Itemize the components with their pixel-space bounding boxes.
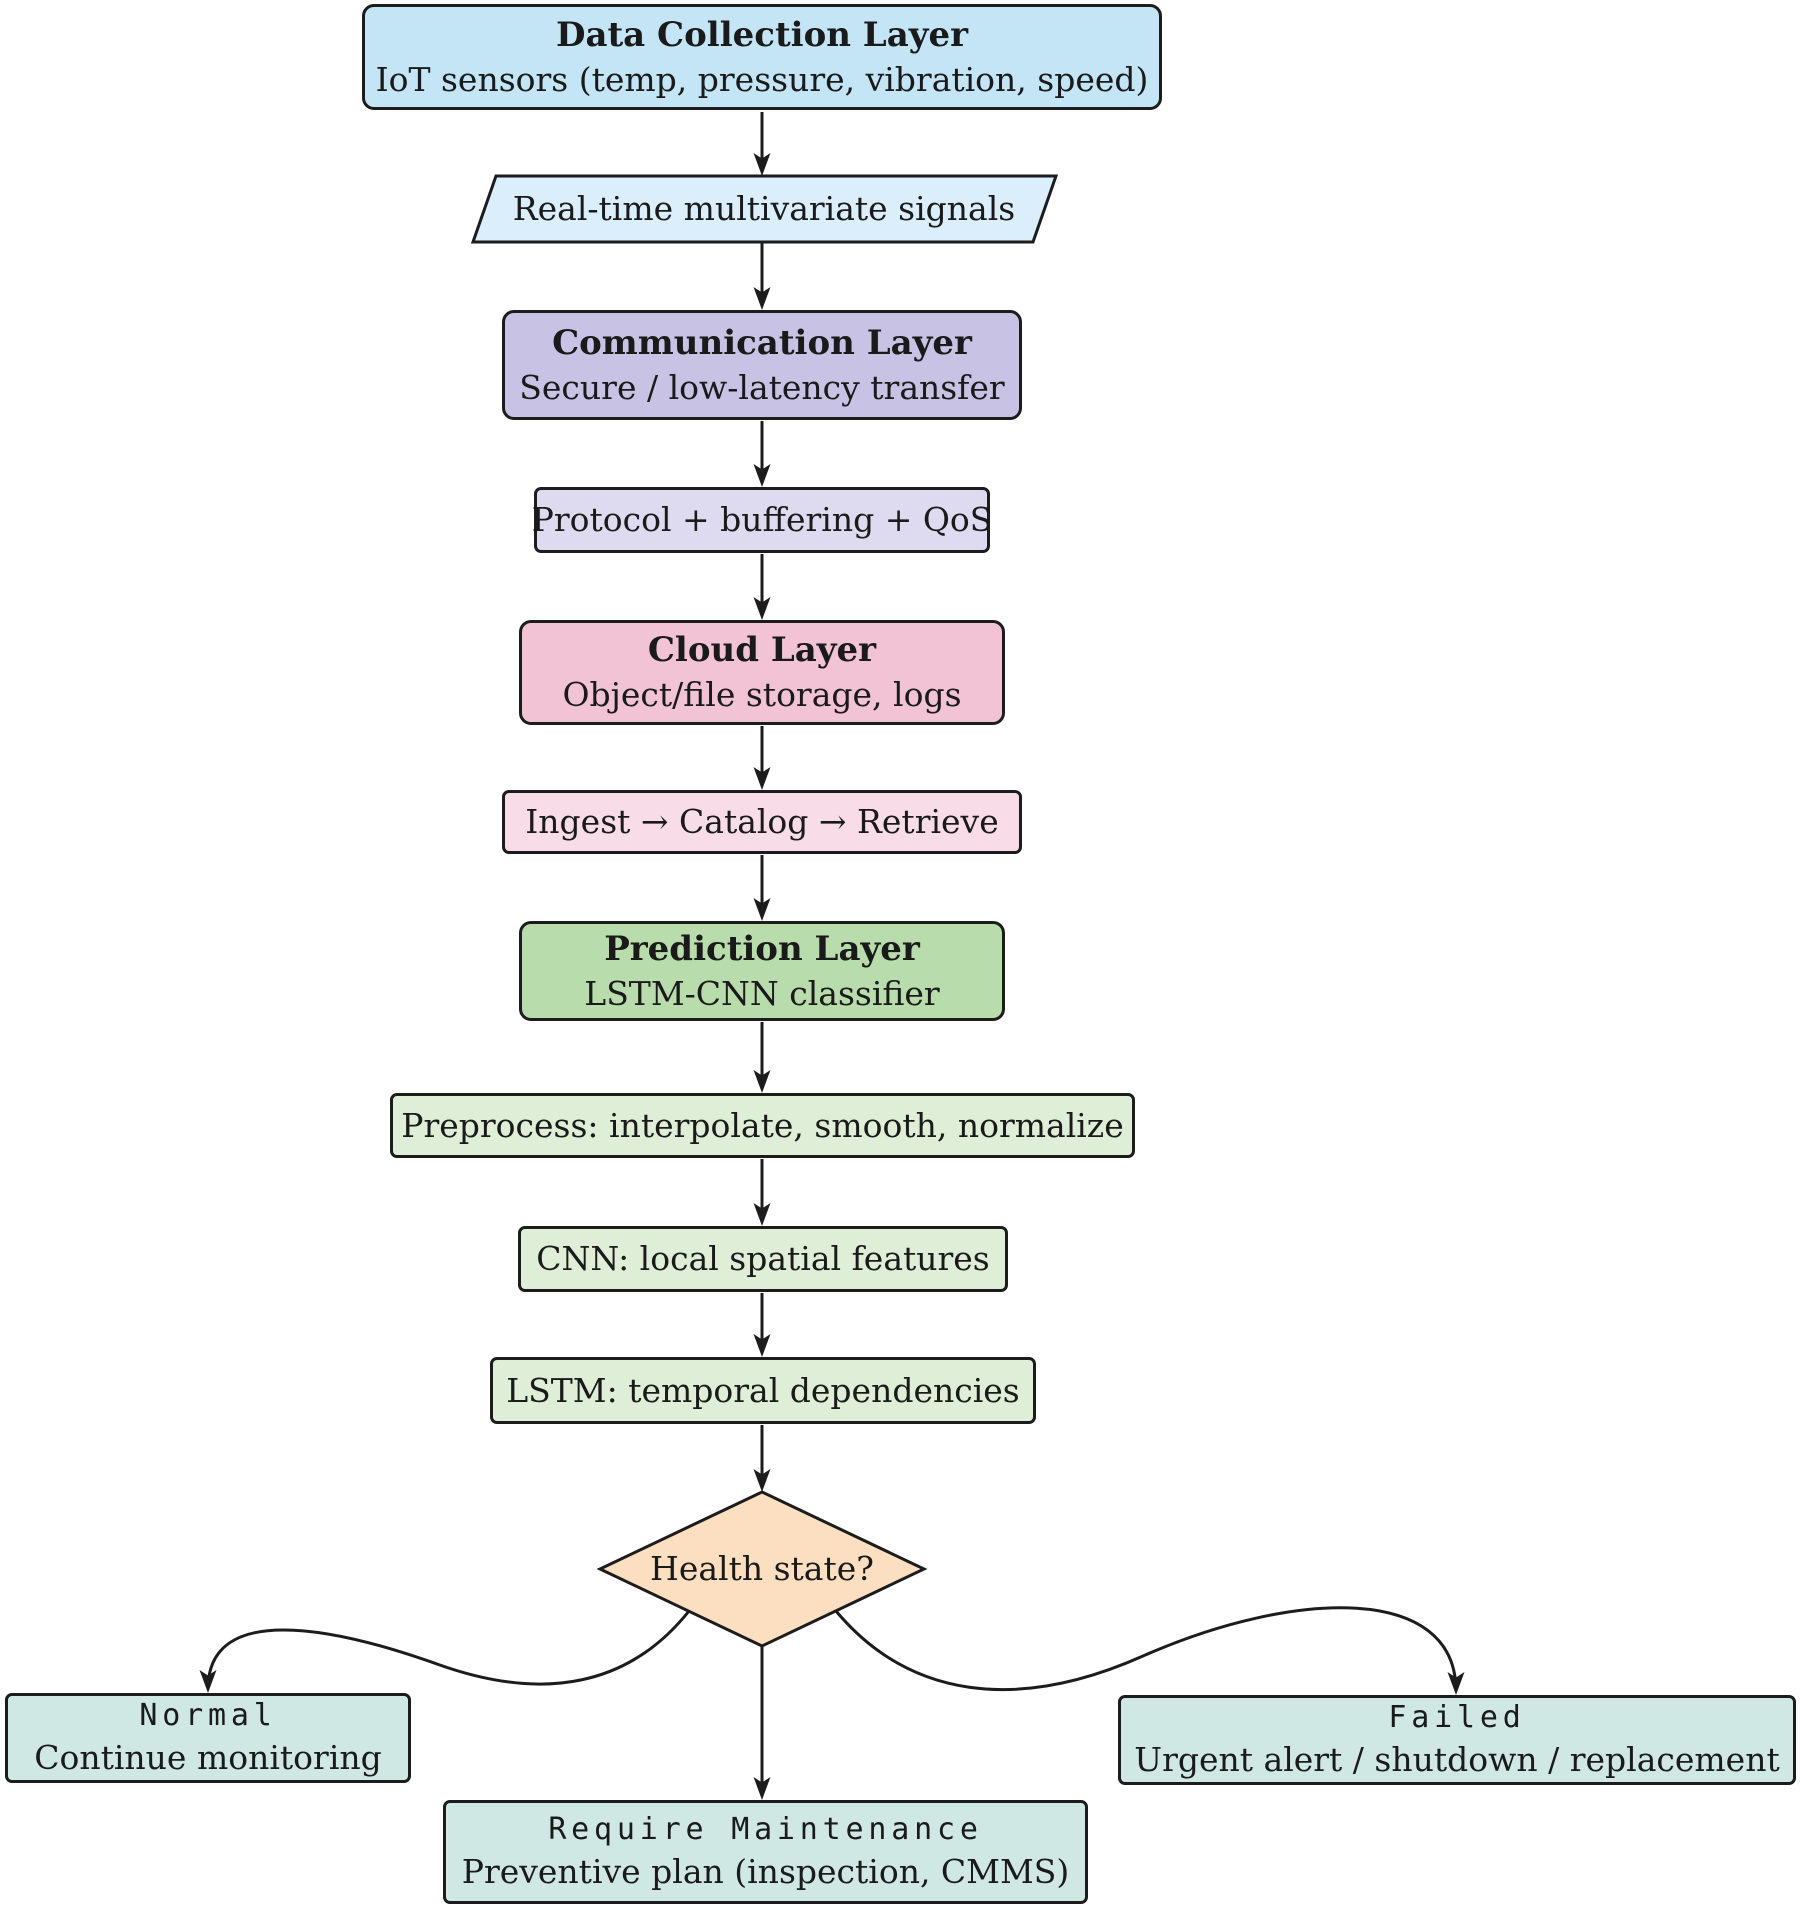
preprocess-label: Preprocess: interpolate, smooth, normali… bbox=[401, 1105, 1124, 1145]
edge-decision-to-failed bbox=[834, 1606, 1465, 1695]
data-collection-subtitle: IoT sensors (temp, pressure, vibration, … bbox=[375, 59, 1149, 99]
node-lstm: LSTM: temporal dependencies bbox=[490, 1357, 1036, 1424]
node-maintenance: Require Maintenance Preventive plan (ins… bbox=[443, 1800, 1088, 1904]
communication-title: Communication Layer bbox=[552, 322, 972, 363]
node-failed: Failed Urgent alert / shutdown / replace… bbox=[1118, 1695, 1796, 1785]
edge-decision-to-normal bbox=[199, 1610, 691, 1693]
data-collection-title: Data Collection Layer bbox=[555, 14, 969, 55]
node-protocol: Protocol + buffering + QoS bbox=[531, 487, 993, 553]
maintenance-title: Require Maintenance bbox=[548, 1812, 983, 1848]
ingest-label: Ingest → Catalog → Retrieve bbox=[525, 802, 999, 842]
maintenance-subtitle: Preventive plan (inspection, CMMS) bbox=[461, 1852, 1070, 1892]
node-ingest: Ingest → Catalog → Retrieve bbox=[502, 790, 1022, 854]
cloud-title: Cloud Layer bbox=[647, 630, 877, 671]
node-normal: Normal Continue monitoring bbox=[5, 1693, 411, 1783]
realtime-signals-label: Real-time multivariate signals bbox=[512, 189, 1016, 228]
cnn-label: CNN: local spatial features bbox=[536, 1239, 990, 1279]
node-communication: Communication Layer Secure / low-latency… bbox=[502, 310, 1022, 420]
lstm-label: LSTM: temporal dependencies bbox=[506, 1370, 1020, 1410]
cloud-subtitle: Object/file storage, logs bbox=[562, 675, 962, 715]
normal-subtitle: Continue monitoring bbox=[34, 1738, 382, 1778]
communication-subtitle: Secure / low-latency transfer bbox=[519, 367, 1005, 407]
failed-subtitle: Urgent alert / shutdown / replacement bbox=[1134, 1740, 1780, 1780]
node-prediction: Prediction Layer LSTM-CNN classifier bbox=[519, 921, 1005, 1021]
normal-title: Normal bbox=[139, 1698, 277, 1734]
prediction-subtitle: LSTM-CNN classifier bbox=[584, 973, 940, 1013]
node-preprocess: Preprocess: interpolate, smooth, normali… bbox=[390, 1093, 1135, 1158]
realtime-signals-shape bbox=[470, 174, 1059, 244]
node-cloud: Cloud Layer Object/file storage, logs bbox=[519, 620, 1005, 725]
protocol-label: Protocol + buffering + QoS bbox=[531, 500, 993, 540]
decision-label: Health state? bbox=[650, 1549, 874, 1588]
failed-title: Failed bbox=[1388, 1700, 1526, 1736]
node-cnn: CNN: local spatial features bbox=[518, 1226, 1008, 1292]
node-data-collection: Data Collection Layer IoT sensors (temp,… bbox=[362, 4, 1162, 110]
prediction-title: Prediction Layer bbox=[604, 928, 920, 969]
